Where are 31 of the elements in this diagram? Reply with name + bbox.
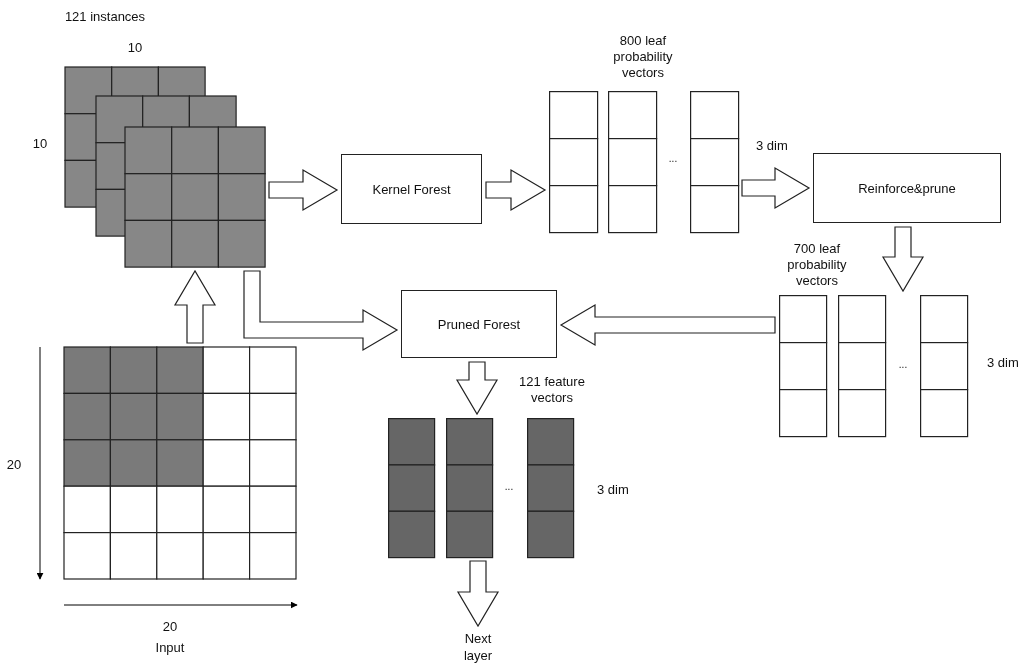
process-box [341, 154, 482, 224]
block-arrow [268, 168, 339, 212]
dimension-label: 20 [161, 619, 179, 634]
block-arrow [455, 361, 499, 416]
block-arrow [173, 269, 217, 344]
block-arrow [243, 270, 399, 352]
dimension-label: 3 dim [987, 355, 1019, 371]
dimension-label: 3 dim [597, 482, 629, 498]
block-arrow [456, 560, 500, 628]
block-arrow [485, 168, 547, 212]
instances-label: 121 instances [63, 9, 147, 24]
group-heading: 700 leaf probability vectors [786, 241, 848, 289]
dimension-label: 3 dim [756, 138, 788, 154]
group-heading: 800 leaf probability vectors [612, 33, 674, 81]
process-box [813, 153, 1001, 223]
box-label: Pruned Forest [437, 316, 521, 332]
block-arrow [741, 166, 811, 210]
ellipsis: ... [503, 480, 515, 494]
dimension-label: 10 [31, 136, 49, 151]
box-label: Reinforce&prune [858, 180, 956, 196]
dimension-label: 20 [5, 457, 23, 472]
box-label: Kernel Forest [372, 181, 451, 197]
input-label: Input [154, 640, 186, 655]
ellipsis: ... [897, 358, 909, 372]
output-label: Next layer [462, 630, 494, 664]
group-heading: 121 feature vectors [518, 374, 586, 406]
dimension-label: 10 [126, 40, 144, 55]
block-arrow [559, 303, 776, 347]
block-arrow [881, 226, 925, 293]
process-box [401, 290, 557, 358]
ellipsis: ... [667, 152, 679, 166]
